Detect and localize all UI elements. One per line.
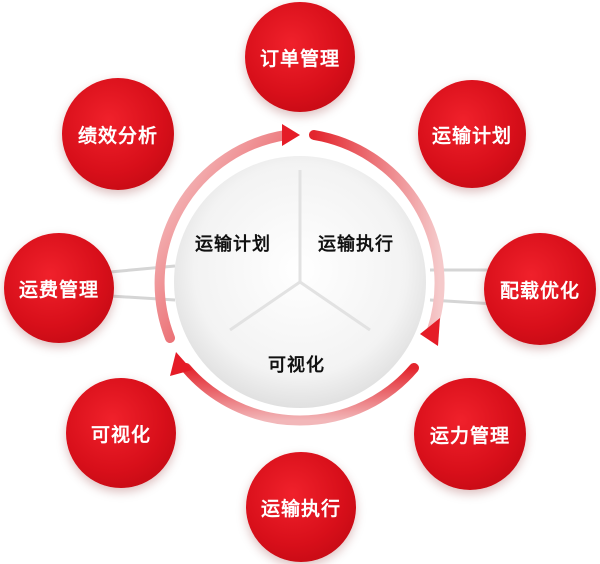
- node-label: 运力管理: [429, 424, 510, 447]
- node-loading-optimization[interactable]: 配载优化: [484, 233, 596, 345]
- node-label: 绩效分析: [77, 124, 158, 147]
- segment-dividers: [229, 170, 371, 332]
- node-label: 运输执行: [260, 497, 341, 520]
- node-visualization[interactable]: 可视化: [66, 378, 176, 488]
- cycle-arrowheads: [170, 124, 440, 376]
- cycle-ring: [154, 130, 445, 426]
- node-freight-management[interactable]: 运费管理: [4, 233, 114, 343]
- node-capacity-management[interactable]: 运力管理: [414, 378, 526, 490]
- node-performance-analysis[interactable]: 绩效分析: [62, 78, 174, 190]
- node-transport-execution[interactable]: 运输执行: [246, 452, 356, 562]
- node-order-management[interactable]: 订单管理: [245, 2, 355, 112]
- node-label: 订单管理: [259, 47, 340, 70]
- node-transport-plan[interactable]: 运输计划: [418, 80, 526, 188]
- node-label: 可视化: [90, 423, 151, 446]
- center-label-visual: 可视化: [268, 355, 325, 376]
- center-label-execution: 运输执行: [318, 234, 394, 255]
- node-label: 配载优化: [499, 279, 580, 302]
- node-label: 运费管理: [18, 278, 99, 301]
- center-label-plan: 运输计划: [195, 234, 271, 255]
- node-label: 运输计划: [431, 124, 512, 147]
